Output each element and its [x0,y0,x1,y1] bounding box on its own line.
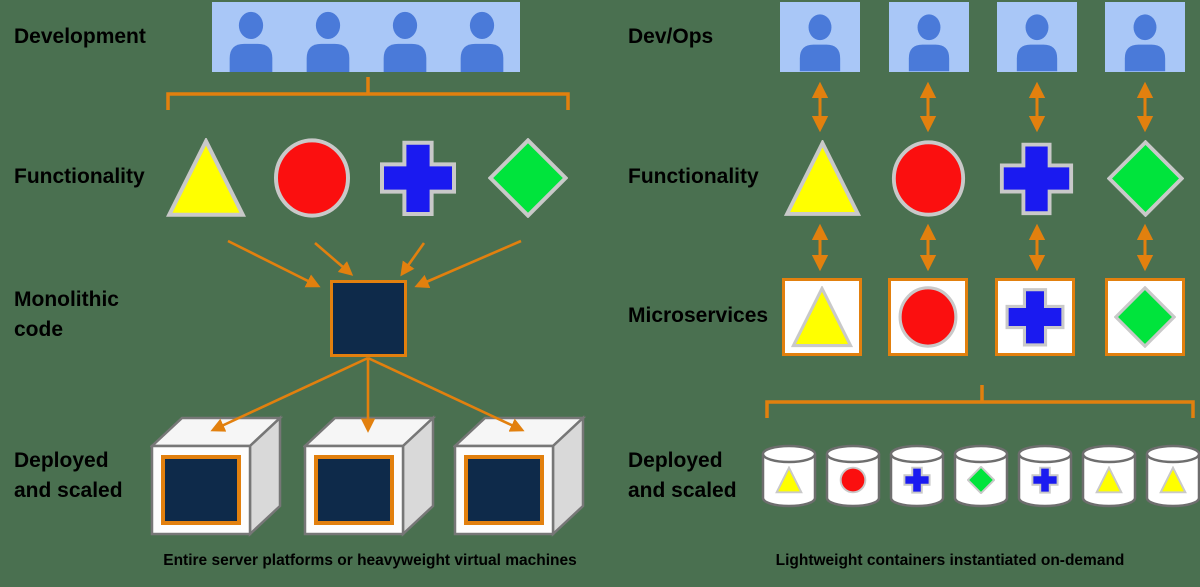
caption-monolithic-deployment: Entire server platforms or heavyweight v… [163,552,577,569]
label-monolithic-line1: Monolithic [14,288,119,311]
devops-person-square-4 [1105,2,1185,72]
cross-icon [1005,288,1065,347]
right-functionality-circle [890,140,967,217]
label-monolithic-line2: code [14,318,64,341]
cube-icon [303,415,437,537]
cylinder-icon [889,444,945,508]
microservice-box-triangle [782,278,862,356]
left-functionality-cross [378,138,458,218]
person-icon [460,11,503,72]
container-cylinder-1-triangle [760,444,818,508]
person-icon [1016,14,1058,72]
label-deployed-left-line2: and scaled [14,479,123,502]
devops-person-square-2 [889,2,969,72]
right-functionality-triangle [784,140,861,217]
container-cylinder-2-circle [824,444,882,508]
person-icon [1124,14,1166,72]
circle-icon [274,138,350,218]
person-icon [229,11,272,72]
server-cube-3 [453,414,587,538]
cube-icon [150,415,284,537]
microservice-box-cross [995,278,1075,356]
label-development: Development [14,25,146,48]
left-functionality-diamond [488,138,568,218]
devops-person-square-3 [997,2,1077,72]
person-icon [799,14,841,72]
cube-icon [453,415,587,537]
triangle-icon [784,140,861,216]
person-icon [383,11,426,72]
cylinder-icon [1145,444,1200,508]
functionality-microservices-arrows [811,223,1154,272]
circle-icon [891,140,966,217]
arrow-circle-to-monolith [314,242,354,276]
right-functionality-cross [998,140,1075,217]
cylinder-icon [825,444,881,508]
arrow-triangle-to-monolith [227,239,321,288]
microservice-box-diamond [1105,278,1185,356]
diamond-icon [1114,286,1176,348]
container-cylinder-5-cross [1016,444,1074,508]
label-deployed-right: Deployed and scaled [628,446,737,506]
cylinder-icon [1081,444,1137,508]
devops-functionality-arrows [811,81,1154,133]
server-cube-2 [303,414,437,538]
label-functionality-right: Functionality [628,165,759,188]
cylinder-icon [761,444,817,508]
label-deployed-right-line2: and scaled [628,479,737,502]
triangle-icon [791,286,853,348]
monolithic-code-block [330,280,407,357]
person-icon [908,14,950,72]
container-cylinder-7-triangle [1144,444,1200,508]
label-deployed-left-line1: Deployed [14,449,109,472]
left-functionality-circle [272,138,352,218]
developer-person-3 [369,8,441,72]
arrow-diamond-to-monolith [414,239,522,289]
right-bracket [765,385,1195,418]
container-cylinder-6-triangle [1080,444,1138,508]
person-icon [306,11,349,72]
right-functionality-diamond [1107,140,1184,217]
label-devops: Dev/Ops [628,25,714,48]
left-bracket [166,77,570,110]
developer-person-4 [446,8,518,72]
label-monolithic-code: Monolithic code [14,285,119,345]
caption-container-deployment: Lightweight containers instantiated on-d… [775,552,1125,569]
diamond-icon [488,138,568,218]
label-deployed-right-line1: Deployed [628,449,723,472]
cylinder-icon [953,444,1009,508]
cross-icon [380,140,456,216]
circle-icon [898,286,958,348]
microservice-box-circle [888,278,968,356]
arrow-cross-to-monolith [400,242,426,277]
devops-person-square-1 [780,2,860,72]
cylinder-icon [1017,444,1073,508]
container-cylinder-4-diamond [952,444,1010,508]
container-cylinder-3-cross [888,444,946,508]
label-functionality-left: Functionality [14,165,145,188]
cross-icon [999,142,1074,216]
triangle-icon [166,138,246,217]
label-microservices: Microservices [628,304,769,327]
diamond-icon [1107,140,1184,217]
developer-person-1 [215,8,287,72]
left-functionality-triangle [166,138,246,218]
server-cube-1 [150,414,284,538]
developer-person-2 [292,8,364,72]
development-team-band [212,2,520,72]
label-deployed-left: Deployed and scaled [14,446,123,506]
